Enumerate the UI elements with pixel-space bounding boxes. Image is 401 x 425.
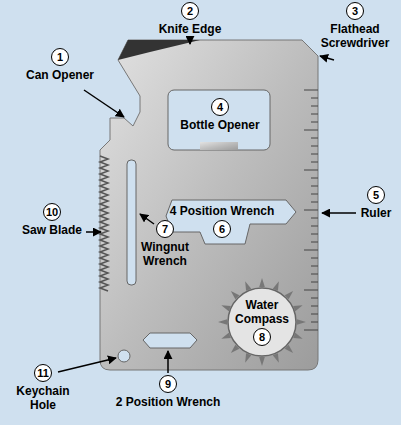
- bottle-opener-tab: [200, 142, 238, 150]
- callout: 9 2 Position Wrench: [108, 375, 228, 409]
- callout: 5Ruler: [356, 186, 396, 220]
- callout-number: 5: [367, 186, 385, 204]
- callout: 6 4 Position Wrench: [160, 204, 284, 238]
- callout-number: 9: [159, 375, 177, 393]
- part-name: Saw Blade: [22, 223, 82, 237]
- part-name: 2 Position Wrench: [116, 395, 220, 409]
- part-name: Bottle Opener: [180, 118, 259, 132]
- callout: 2Knife Edge: [145, 2, 235, 36]
- four-position-wrench-cutout: [166, 200, 296, 244]
- callout: 11Keychain Hole: [3, 364, 83, 412]
- callout: 8 Water Compass: [227, 298, 297, 346]
- water-compass: [228, 288, 296, 356]
- callout: 3Flathead Screwdriver: [313, 2, 397, 50]
- part-name: Flathead Screwdriver: [313, 22, 397, 50]
- two-position-wrench-cutout: [143, 333, 197, 348]
- callout: 10Saw Blade: [12, 203, 92, 237]
- bottle-opener-cutout: [168, 90, 270, 150]
- compass-rays: [218, 278, 306, 366]
- callout: 1Can Opener: [15, 48, 105, 82]
- saw-blade: [100, 156, 108, 291]
- callout-number: 4: [211, 98, 229, 116]
- callout-number: 3: [346, 2, 364, 20]
- part-name: Wingnut Wrench: [130, 240, 200, 268]
- callout-number: 11: [34, 364, 52, 382]
- part-name: 4 Position Wrench: [170, 204, 274, 218]
- leader-arrows: [58, 37, 356, 373]
- callout-number: 10: [43, 203, 61, 221]
- callout: 7Wingnut Wrench: [130, 220, 200, 268]
- callout-number: 2: [181, 2, 199, 20]
- callout-number: 8: [253, 328, 271, 346]
- part-name: Keychain Hole: [3, 384, 83, 412]
- callout-number: 7: [156, 220, 174, 238]
- part-name: Water Compass: [227, 298, 297, 326]
- ruler-ticks: [304, 90, 318, 330]
- part-name: Can Opener: [26, 68, 94, 82]
- keychain-hole: [118, 350, 130, 362]
- knife-edge: [118, 40, 200, 60]
- part-name: Knife Edge: [159, 22, 222, 36]
- card-body: [100, 40, 318, 370]
- callout-number: 1: [51, 48, 69, 66]
- callout-number: 6: [213, 220, 231, 238]
- wingnut-slot: [127, 160, 136, 285]
- callout: 4Bottle Opener: [170, 98, 270, 132]
- part-name: Ruler: [361, 206, 392, 220]
